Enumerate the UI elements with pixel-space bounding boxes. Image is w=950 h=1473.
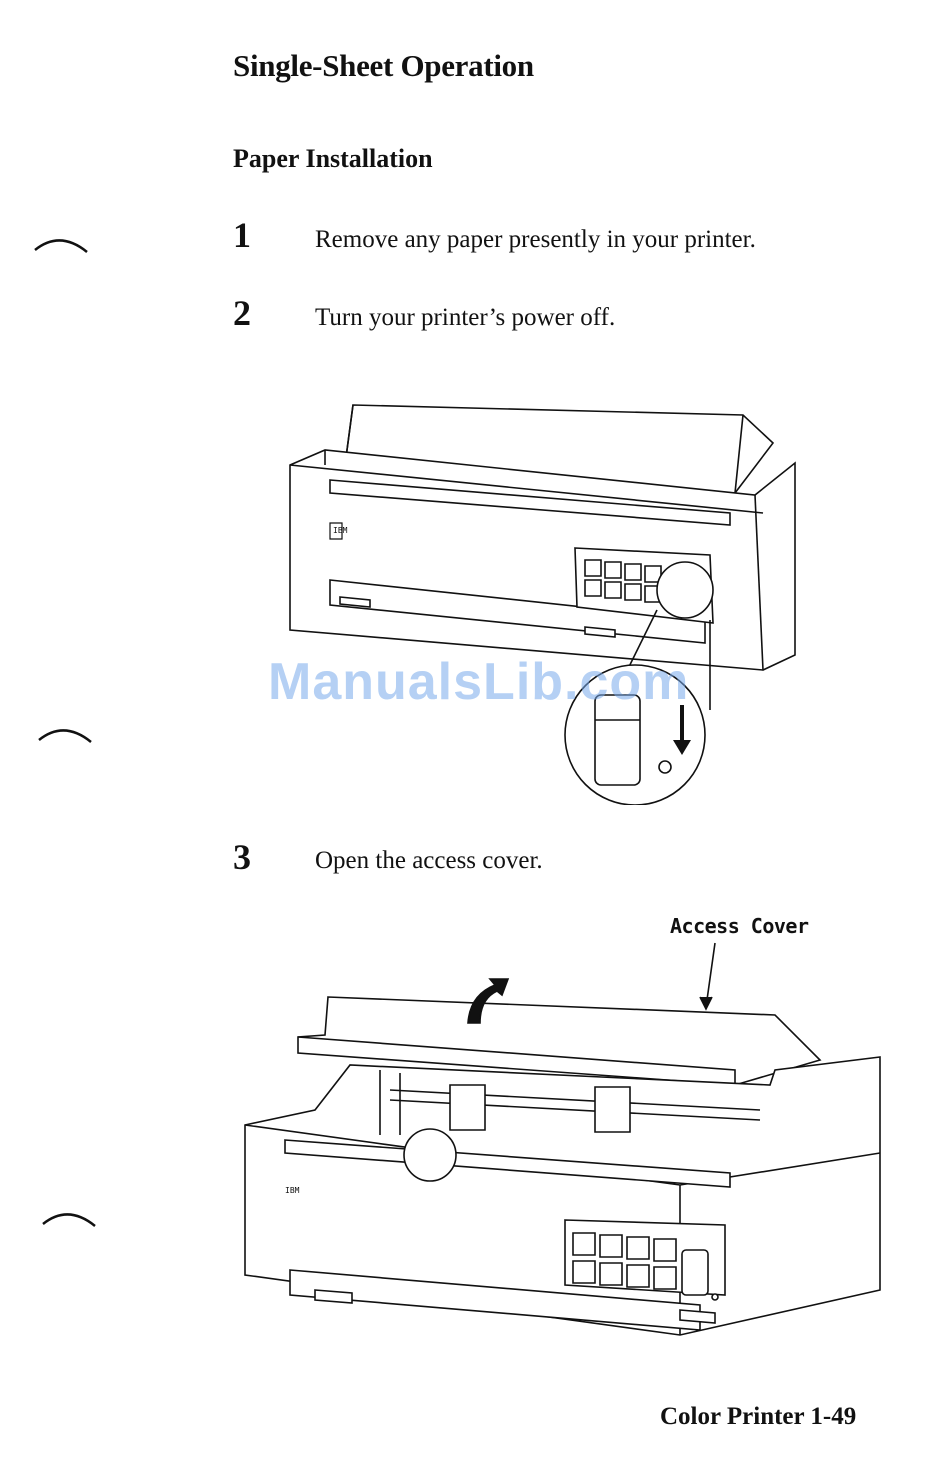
step-3-number: 3: [233, 836, 251, 878]
section-title: Paper Installation: [233, 144, 433, 174]
watermark: ManualsLib.com: [268, 652, 689, 712]
step-1-text: Remove any paper presently in your print…: [315, 226, 756, 254]
page-title: Single-Sheet Operation: [233, 48, 534, 84]
binder-mark-1: [30, 222, 100, 262]
step-3-text: Open the access cover.: [315, 847, 543, 875]
printer-access-cover-illustration: [240, 935, 885, 1370]
step-1-number: 1: [233, 214, 251, 256]
ibm-logo-1: IBM: [333, 526, 347, 535]
binder-mark-3: [38, 1196, 108, 1236]
binder-mark-2: [34, 712, 104, 752]
printer-power-off-illustration: [285, 385, 805, 805]
ibm-logo-2: IBM: [285, 1186, 299, 1195]
step-2-text: Turn your printer’s power off.: [315, 304, 615, 332]
page-footer: Color Printer 1-49: [660, 1403, 856, 1431]
step-2-number: 2: [233, 292, 251, 334]
